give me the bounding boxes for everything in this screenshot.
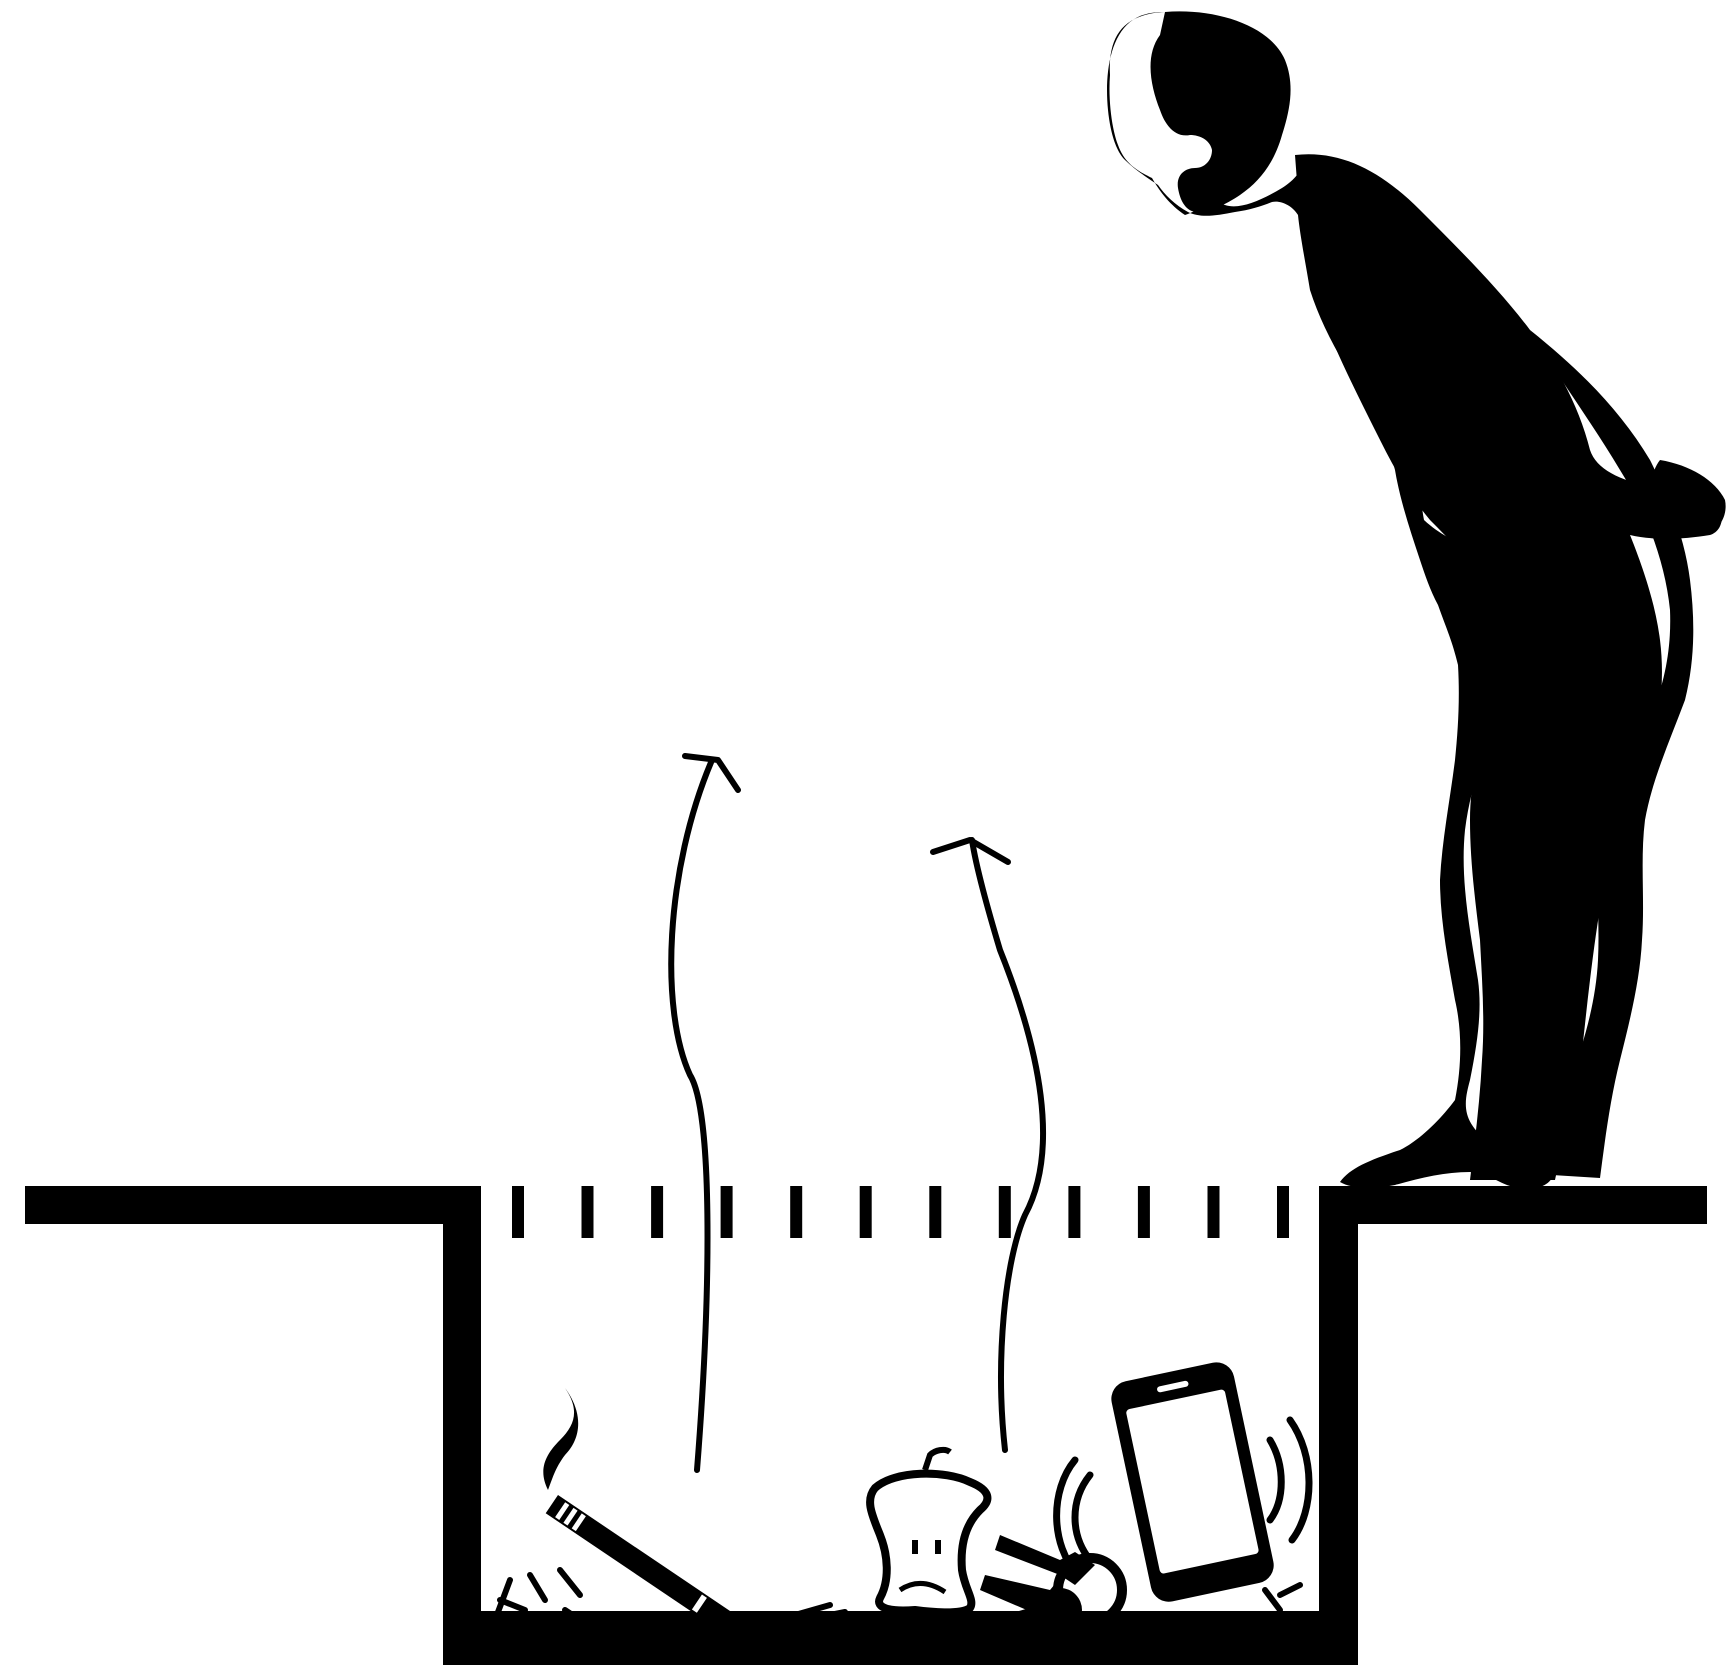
pit-left-wall [443, 1205, 481, 1665]
grate-slat [1137, 1186, 1150, 1238]
grate-slat [1277, 1186, 1289, 1238]
grate-slat [651, 1186, 664, 1238]
grate-slat [581, 1186, 594, 1238]
grate-slat [1068, 1186, 1081, 1238]
ground-line-left [25, 1186, 1707, 1649]
vibration-waves-icon [1053, 1416, 1313, 1579]
debris-icon [492, 1567, 1303, 1625]
grate-slat [512, 1186, 524, 1238]
grate-slat [1207, 1186, 1220, 1238]
rising-arrow-icon [930, 837, 1047, 1453]
grate-slat [929, 1186, 942, 1238]
pit-items [492, 1362, 1313, 1665]
pit-right-wall [1320, 1205, 1358, 1665]
keys-icon [980, 1535, 1127, 1632]
grate-slat [998, 1186, 1011, 1238]
pit-grate [512, 1186, 1289, 1238]
ground-profile [25, 1186, 1707, 1665]
smartphone-icon [1111, 1362, 1274, 1602]
cigarette-icon [545, 1495, 782, 1665]
grate-slat [790, 1186, 803, 1238]
grate-slat [859, 1186, 872, 1238]
rising-arrows [668, 753, 1047, 1473]
grate-slat [720, 1186, 733, 1238]
pit-floor [443, 1625, 1358, 1665]
smoke-icon [543, 1388, 579, 1490]
apple-core-icon [866, 1446, 992, 1617]
rising-arrow-icon [668, 753, 741, 1473]
person-silhouette-icon [1107, 11, 1726, 1189]
